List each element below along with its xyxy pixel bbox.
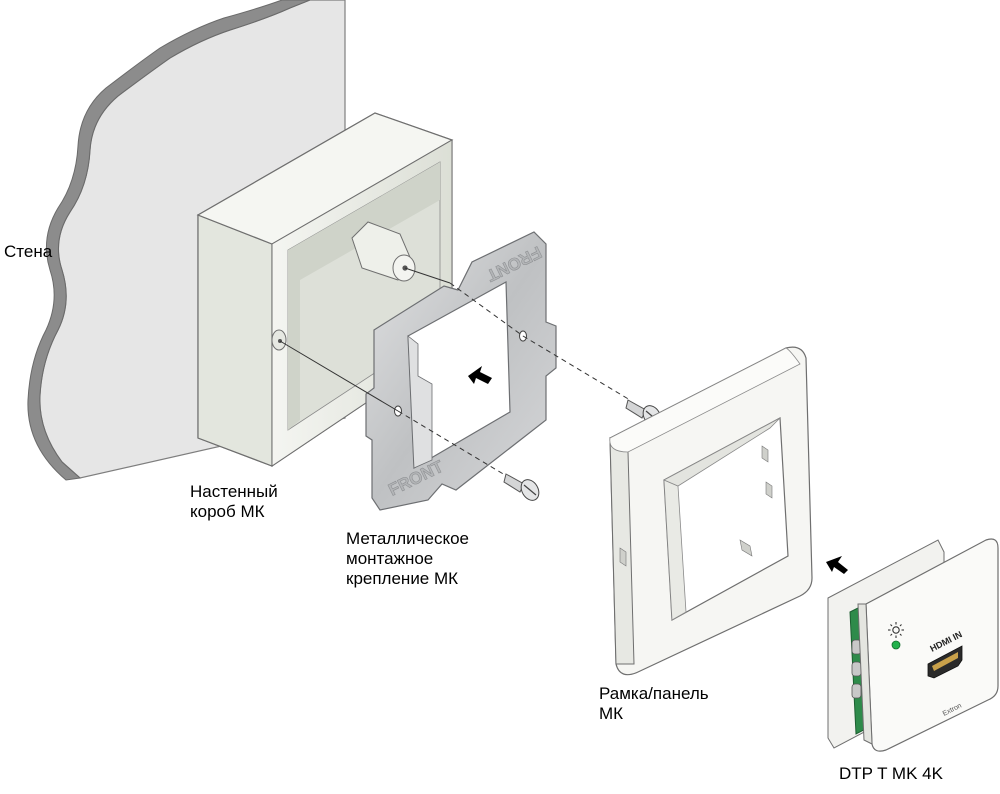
screw-icon bbox=[503, 473, 540, 501]
arrow-icon bbox=[826, 556, 848, 574]
frame-label: Рамка/панель МК bbox=[599, 684, 709, 724]
hdmi-port-icon bbox=[927, 645, 963, 679]
box-label: Настенный короб МК bbox=[190, 482, 278, 522]
frame-label-line-2: МК bbox=[599, 704, 624, 723]
box-screw-post bbox=[351, 221, 416, 282]
dtp-device: HDMI IN Extron bbox=[827, 538, 999, 752]
bracket-label: Металлическое монтажное крепление МК bbox=[346, 529, 469, 589]
bracket-label-line-3: крепление МК bbox=[346, 569, 459, 588]
wall-label: Стена bbox=[4, 242, 53, 261]
box-label-line-1: Настенный bbox=[190, 482, 278, 501]
status-led bbox=[891, 640, 901, 650]
frame-label-line-1: Рамка/панель bbox=[599, 684, 709, 703]
sun-icon bbox=[888, 622, 904, 638]
assembly-lines bbox=[279, 267, 631, 479]
bracket-label-line-2: монтажное bbox=[346, 549, 434, 568]
box-label-line-2: короб МК bbox=[190, 502, 265, 521]
wall-edge-thickness bbox=[27, 0, 311, 481]
device-label: DTP T MK 4K bbox=[839, 764, 943, 783]
arrow-icon bbox=[468, 366, 492, 384]
bracket-label-line-1: Металлическое bbox=[346, 529, 469, 548]
frame-panel bbox=[609, 346, 813, 676]
metal-mounting-bracket: FRONT FRONT bbox=[365, 231, 557, 511]
